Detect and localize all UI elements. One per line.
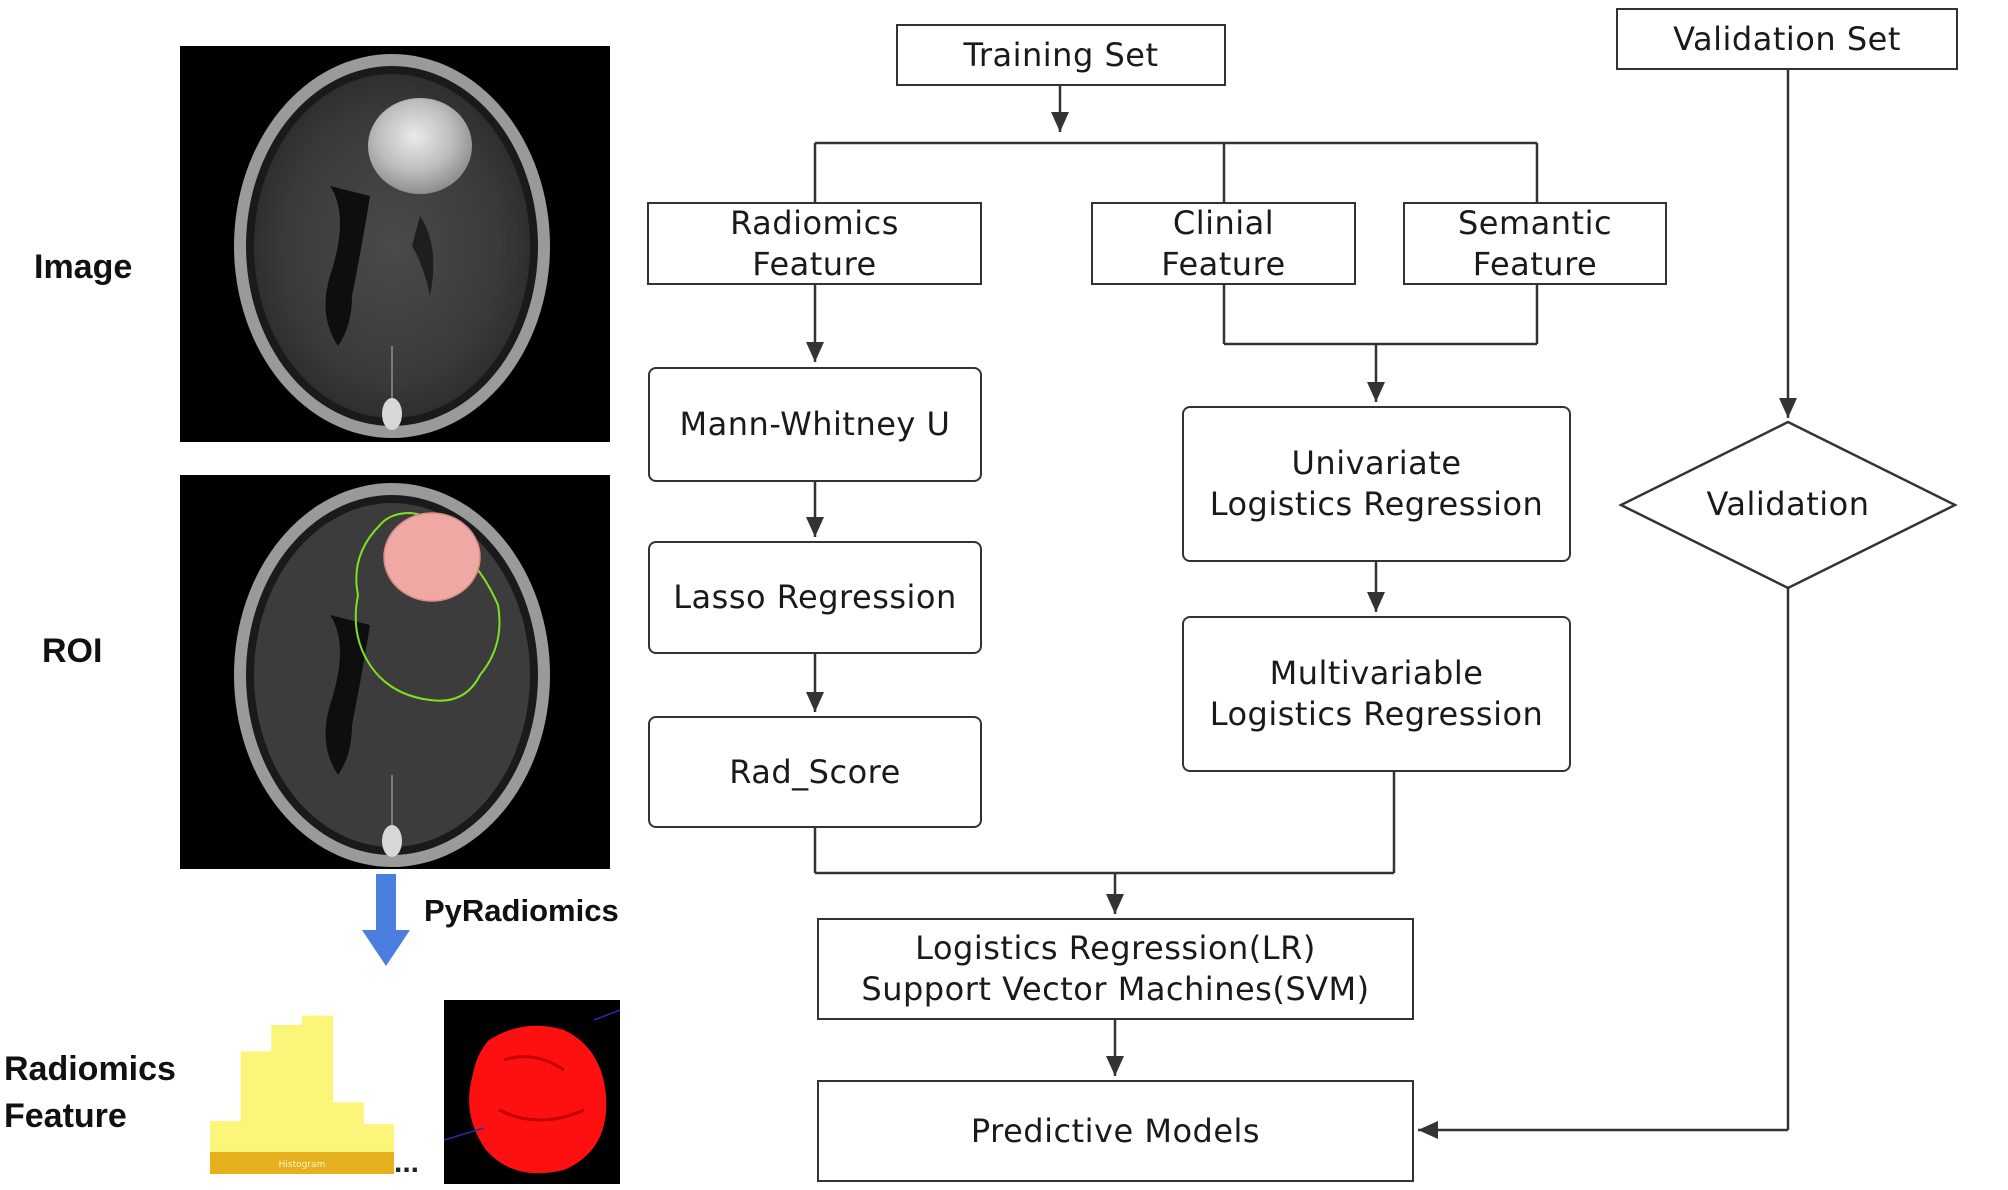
- histogram-caption: Histogram: [279, 1160, 326, 1170]
- mann-whitney-label: Mann-Whitney U: [679, 405, 951, 443]
- validation-diamond: [1618, 420, 1958, 590]
- models-box: Logistics Regression(LR) Support Vector …: [817, 918, 1414, 1020]
- tumor-3d-graphic: [444, 1009, 620, 1174]
- lasso-box: Lasso Regression: [648, 541, 982, 654]
- histogram-bar: [363, 1124, 394, 1152]
- histogram-base: [210, 1152, 394, 1174]
- validation-label: Validation: [1706, 485, 1870, 523]
- models-line2: Support Vector Machines(SVM): [861, 970, 1370, 1008]
- mann-whitney-box: Mann-Whitney U: [648, 367, 982, 482]
- univariate-box: Univariate Logistics Regression: [1182, 406, 1571, 562]
- univariate-line2: Logistics Regression: [1209, 485, 1544, 523]
- clinial-feature-line2: Feature: [1161, 244, 1286, 283]
- training-set-box: Training Set: [896, 24, 1226, 86]
- predictive-models-box: Predictive Models: [817, 1080, 1414, 1182]
- radiomics-feature-line1: Radiomics: [730, 203, 899, 242]
- pyradiomics-arrow-icon: [362, 874, 410, 966]
- radiomics-feature-row-label-2: Feature: [4, 1097, 127, 1135]
- mri-image: [180, 46, 610, 442]
- rad-score-label: Rad_Score: [729, 752, 901, 791]
- univariate-line1: Univariate: [1291, 444, 1462, 482]
- histogram-bar: [210, 1121, 242, 1152]
- brain-scan-graphic: [234, 54, 550, 438]
- validation-set-label: Validation Set: [1673, 19, 1901, 58]
- multivariable-box: Multivariable Logistics Regression: [1182, 616, 1571, 772]
- histogram-bar: [271, 1024, 303, 1152]
- histogram-chart: Histogram: [210, 1015, 394, 1174]
- roi-row-label: ROI: [42, 632, 103, 670]
- radiomics-feature-line2: Feature: [752, 244, 877, 283]
- multivariable-line1: Multivariable: [1269, 654, 1484, 692]
- radiomics-feature-row-label-1: Radiomics: [4, 1050, 176, 1088]
- clinial-feature-box: Clinial Feature: [1091, 202, 1356, 285]
- histogram-bar: [240, 1051, 272, 1152]
- lasso-label: Lasso Regression: [673, 578, 957, 616]
- brain-roi-graphic: [234, 483, 550, 867]
- multivariable-line2: Logistics Regression: [1209, 695, 1544, 733]
- models-line1: Logistics Regression(LR): [915, 929, 1316, 967]
- predictive-models-label: Predictive Models: [970, 1111, 1261, 1150]
- histogram-bar: [332, 1102, 364, 1152]
- ellipsis: ...: [394, 1146, 420, 1179]
- semantic-feature-line2: Feature: [1472, 244, 1598, 283]
- roi-image: [180, 475, 610, 869]
- clinial-feature-line1: Clinial: [1172, 203, 1275, 242]
- radiomics-feature-box: Radiomics Feature: [647, 202, 982, 285]
- histogram-bar: [302, 1015, 334, 1152]
- image-row-label: Image: [34, 248, 133, 286]
- pyradiomics-label: PyRadiomics: [424, 893, 619, 928]
- rad-score-box: Rad_Score: [648, 716, 982, 828]
- training-set-label: Training Set: [963, 35, 1159, 74]
- tumor-3d-render: [444, 1000, 620, 1184]
- semantic-feature-line1: Semantic: [1457, 203, 1613, 242]
- validation-set-box: Validation Set: [1616, 8, 1958, 70]
- semantic-feature-box: Semantic Feature: [1403, 202, 1667, 285]
